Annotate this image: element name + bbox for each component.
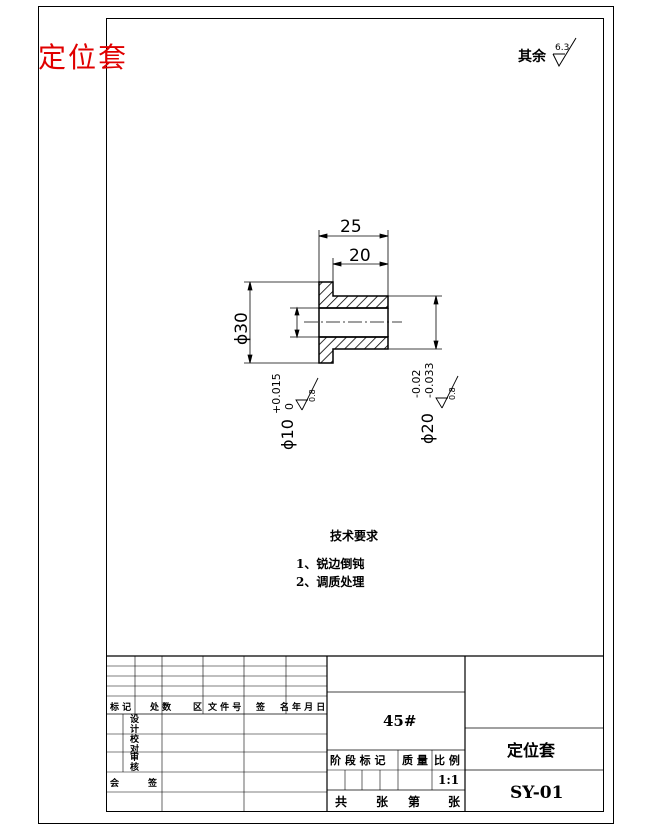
- dim-body-tol-lower: -0.033: [423, 363, 436, 398]
- tb-header-name: 名: [280, 701, 289, 713]
- tb-header-date: 年 月 日: [292, 701, 325, 713]
- dim-body-length: 20: [332, 246, 389, 282]
- tb-header-mark: 标 记: [109, 701, 131, 713]
- tb-label-review-2: 核: [130, 761, 139, 773]
- section-upper-hatch: [318, 281, 389, 309]
- tb-scale-label: 比 例: [434, 753, 460, 767]
- dim-bore-diameter: ϕ10 +0.015 0: [270, 306, 319, 450]
- tb-label-design-1: 设: [130, 713, 140, 725]
- dim-body-diameter: ϕ20 -0.02 -0.033: [388, 295, 442, 444]
- corner-title: 定位套: [38, 41, 129, 74]
- tb-sheet-unit-1: 张: [376, 794, 389, 809]
- dim-flange-diameter: ϕ30: [232, 281, 319, 364]
- roughness-bore-value: 0.8: [308, 389, 317, 402]
- tb-sheet-total: 共: [335, 794, 347, 809]
- tb-label-review-1: 审: [130, 751, 139, 763]
- part-section: [304, 281, 402, 364]
- tb-label-cosign-1: 会: [110, 777, 120, 789]
- tb-header-doc: 文 件 号: [207, 701, 241, 713]
- drawing-border: [106, 18, 604, 812]
- tb-label-cosign-2: 签: [147, 777, 158, 789]
- tb-label-check-1: 校: [130, 733, 140, 745]
- dim-total-length-text: 25: [340, 217, 362, 237]
- tb-label-design-2: 计: [130, 723, 139, 735]
- tb-stage-label: 阶 段 标 记: [330, 753, 386, 767]
- roughness-symbol-bore: 0.8: [295, 377, 319, 411]
- dim-bore-tol-lower: 0: [283, 403, 296, 410]
- dim-bore-diameter-text: ϕ10: [278, 419, 297, 450]
- dim-body-tol-upper: -0.02: [410, 370, 423, 398]
- dim-body-length-text: 20: [349, 246, 371, 266]
- tb-header-count: 处 数: [149, 701, 172, 713]
- title-block: [106, 655, 604, 812]
- dim-bore-tol-upper: +0.015: [270, 373, 283, 414]
- tech-req-heading: 技术要求: [330, 528, 379, 543]
- roughness-symbol-body: 0.8: [435, 375, 459, 409]
- tb-header-zone: 区: [193, 702, 202, 713]
- tb-scale-value: 1:1: [438, 773, 459, 787]
- roughness-note: 其余: [518, 46, 546, 66]
- roughness-remaining-label: 其余: [518, 49, 546, 65]
- roughness-body-value: 0.8: [448, 387, 457, 400]
- tb-drawing-number: SY-01: [510, 783, 563, 803]
- roughness-remaining-value: 6.3: [555, 43, 569, 53]
- tech-req-item-1: 1、锐边倒钝: [296, 556, 364, 571]
- tb-sheet-of: 第: [408, 794, 420, 809]
- dim-body-diameter-text: ϕ20: [418, 413, 437, 444]
- sheet-frame: [38, 6, 614, 824]
- dim-total-length: 25: [318, 217, 389, 296]
- roughness-symbol-remaining: 6.3: [552, 37, 577, 68]
- tb-mass-label: 质 量: [402, 753, 428, 767]
- tb-label-check-2: 对: [130, 743, 139, 755]
- section-lower-hatch: [318, 336, 389, 364]
- tb-material: 45#: [383, 712, 416, 730]
- tb-sheet-unit-2: 张: [448, 794, 461, 809]
- dim-flange-diameter-text: ϕ30: [232, 312, 252, 345]
- tb-header-sign: 签: [255, 701, 266, 713]
- tech-req-item-2: 2、调质处理: [296, 574, 364, 589]
- tb-part-name: 定位套: [506, 741, 556, 760]
